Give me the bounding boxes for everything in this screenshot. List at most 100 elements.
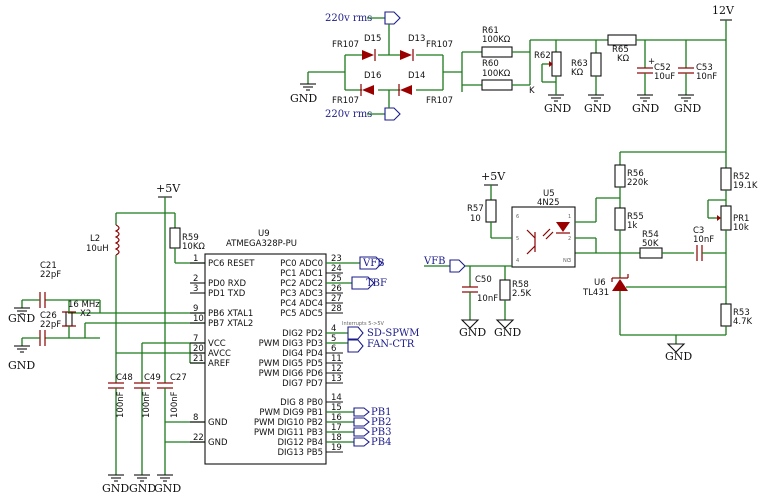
svg-text:GND: GND <box>584 102 611 115</box>
resistor-r55: R55 1k <box>614 198 644 253</box>
svg-text:4N25: 4N25 <box>537 198 560 208</box>
mcu-pin-name: VCC <box>208 339 226 349</box>
svg-text:U6: U6 <box>594 278 606 288</box>
svg-text:2.5K: 2.5K <box>512 289 532 299</box>
resistor-r63: R63 KΩ GND <box>571 40 611 115</box>
resistor-r59: R59 10KΩ <box>169 227 205 264</box>
svg-text:+5V: +5V <box>481 170 506 183</box>
mcu-pin-number: 9 <box>193 304 198 314</box>
resistor-r65: R65 KΩ <box>607 34 637 64</box>
diode-d15: D15 FR107 <box>332 34 381 61</box>
net-sd-spwm: SD-SPWM <box>326 326 420 340</box>
mcu-pin-number: 28 <box>331 304 342 314</box>
svg-text:SD-SPWM: SD-SPWM <box>367 328 420 339</box>
net-pb-bus: PB1 PB2 PB3 PB4 <box>326 407 391 448</box>
svg-text:PB1: PB1 <box>371 407 391 418</box>
ac-rectifier-section: 220v rms 220v rms GND D15 <box>290 11 726 121</box>
svg-text:GND: GND <box>665 350 692 363</box>
svg-text:GND: GND <box>8 312 35 325</box>
svg-text:GND: GND <box>632 102 659 115</box>
mcu-pin-number: 22 <box>193 433 204 443</box>
svg-text:C27: C27 <box>170 373 187 383</box>
mcu-pin-name: DIG7 PD7 <box>282 379 323 389</box>
resistor-r52: R52 19.1K <box>720 152 758 206</box>
mcu-pin-name: PC2 ADC2 <box>280 279 323 289</box>
svg-text:R59: R59 <box>182 233 199 243</box>
svg-text:R60: R60 <box>482 59 499 69</box>
mcu-pin-number: 16 <box>331 413 342 423</box>
svg-text:D16: D16 <box>364 71 381 81</box>
capacitor-c3: C3 10nF <box>693 226 726 261</box>
mcu-section: +5V L2 10uH R59 10KΩ <box>8 182 420 494</box>
svg-text:GND: GND <box>494 326 521 339</box>
svg-text:C53: C53 <box>696 63 713 73</box>
capacitor-c50: C50 10nF GND <box>459 266 498 339</box>
capacitor-c26: C26 22pF GND <box>8 311 61 372</box>
svg-text:GND: GND <box>154 482 181 494</box>
mcu-pin-name: PC6 RESET <box>208 259 255 269</box>
capacitor-c49: C49 100nF <box>134 373 161 475</box>
svg-text:10KΩ: 10KΩ <box>182 242 205 252</box>
mcu-pin-name: DIG 8 PB0 <box>280 398 323 408</box>
svg-text:GND: GND <box>8 359 35 372</box>
svg-text:FR107: FR107 <box>332 40 359 50</box>
svg-text:FR107: FR107 <box>332 96 359 106</box>
potentiometer-r62: R62 K <box>529 40 562 96</box>
mcu-pin-number: 25 <box>331 274 342 284</box>
ac-net-flag-bottom <box>384 107 401 121</box>
svg-text:1: 1 <box>568 214 571 220</box>
gnd-label: GND <box>290 92 317 105</box>
svg-text:19.1K: 19.1K <box>733 181 758 191</box>
net-fan-ctr: FAN-CTR <box>326 339 415 353</box>
svg-text:100nF: 100nF <box>116 391 126 418</box>
svg-text:GND: GND <box>674 102 701 115</box>
svg-text:FR107: FR107 <box>426 96 453 106</box>
svg-text:R57: R57 <box>467 204 484 214</box>
mcu-pin-number: 7 <box>193 334 198 344</box>
mcu-pin-number: 19 <box>331 443 342 453</box>
svg-text:U9: U9 <box>258 229 270 239</box>
svg-text:C26: C26 <box>40 311 57 321</box>
svg-text:5: 5 <box>516 236 519 242</box>
svg-text:100nF: 100nF <box>170 391 180 418</box>
inductor-l2: L2 10uH <box>86 224 120 353</box>
svg-text:3: 3 <box>568 258 571 264</box>
mcu-pin-name: GND <box>208 418 228 428</box>
svg-text:R56: R56 <box>627 169 644 179</box>
svg-text:6: 6 <box>516 214 519 220</box>
mcu-pin-name: PWM DIG11 PB3 <box>254 428 323 438</box>
mcu-pin-number: 11 <box>331 354 342 364</box>
svg-text:VFB: VFB <box>362 258 385 269</box>
svg-text:K: K <box>529 86 535 96</box>
mcu-pin-number: 13 <box>331 374 342 384</box>
crystal-x2: 16 MHz X2 <box>62 300 100 338</box>
svg-text:U5: U5 <box>543 189 555 199</box>
ac-net-flag-top <box>384 11 401 25</box>
svg-text:R52: R52 <box>733 172 750 182</box>
svg-text:FR107: FR107 <box>426 40 453 50</box>
svg-text:4: 4 <box>516 258 519 264</box>
svg-text:R63: R63 <box>571 59 588 69</box>
svg-text:10uH: 10uH <box>86 244 109 254</box>
capacitor-c52: + C52 10uF GND <box>632 40 675 115</box>
svg-text:+: + <box>648 57 655 67</box>
svg-text:12V: 12V <box>712 4 735 17</box>
gnd-symbol-feedback: GND <box>665 343 692 363</box>
mcu-pin-number: 24 <box>331 264 342 274</box>
mcu-pin-name: DIG4 PD4 <box>282 349 323 359</box>
